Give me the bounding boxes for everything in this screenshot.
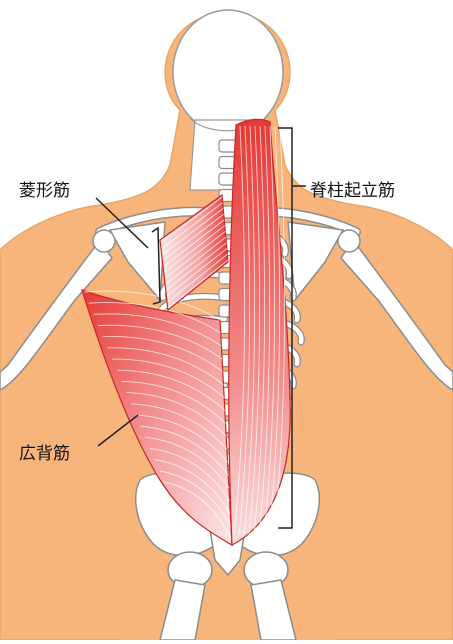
rhomboid-leader-line <box>95 197 149 249</box>
latissimus-dorsi-label: 広背筋 <box>19 444 70 464</box>
lat-fiber <box>102 336 224 373</box>
rhomboid-fiber <box>164 231 226 279</box>
right-shoulder-joint <box>337 229 361 253</box>
rhomboid-fiber <box>162 208 224 255</box>
rhomboid-fiber <box>166 248 228 297</box>
erector-fiber <box>238 125 251 536</box>
left-clavicle-fill <box>96 208 209 236</box>
erector-spinae-fibers <box>233 125 286 536</box>
head <box>172 9 284 135</box>
latissimus-leader-line <box>97 414 139 447</box>
erector-fiber <box>243 125 256 536</box>
erector-fiber <box>248 125 261 536</box>
rhomboid-fiber <box>161 196 223 243</box>
lat-fiber <box>112 358 225 398</box>
lat-fiber <box>116 369 226 411</box>
lat-fiber <box>149 448 231 502</box>
lat-fiber <box>93 313 222 347</box>
rhomboid-fibers <box>161 196 229 309</box>
erector-fiber <box>258 125 271 536</box>
rhomboid-bracket <box>151 226 161 305</box>
lat-fiber <box>154 459 231 515</box>
left-humerus <box>0 238 113 391</box>
lat-fiber <box>88 302 221 334</box>
lat-fiber <box>131 403 228 450</box>
rhomboid-fiber <box>164 225 226 273</box>
erector-fiber <box>233 125 246 536</box>
latissimus-dorsi-fibers <box>83 290 233 541</box>
rhomboid-fiber <box>163 219 225 267</box>
rhomboid-fiber <box>165 236 227 285</box>
lat-fiber <box>140 425 229 476</box>
lat-fiber <box>159 470 232 528</box>
lat-fiber <box>163 481 233 541</box>
erector-fiber <box>263 125 276 536</box>
rhomboid-fiber <box>162 202 223 249</box>
lat-fiber <box>145 436 230 489</box>
lat-fiber <box>107 347 224 386</box>
lat-fiber <box>98 324 223 360</box>
erector-spinae-bracket <box>278 127 306 529</box>
lat-fiber <box>135 414 229 463</box>
erector-spinae-label: 脊柱起立筋 <box>310 181 395 201</box>
erector-fiber <box>273 125 286 536</box>
rhomboid-fiber <box>163 213 224 261</box>
rhomboid-fiber <box>167 253 228 303</box>
left-shoulder-joint <box>92 229 116 253</box>
lat-fiber <box>121 380 226 424</box>
erector-fiber <box>268 125 281 536</box>
lat-fiber <box>83 290 221 321</box>
right-humerus <box>340 238 453 391</box>
rhomboid-fiber <box>167 259 229 309</box>
lat-fiber <box>126 392 227 437</box>
erector-fiber <box>253 125 266 536</box>
rhomboid-fiber <box>166 242 227 291</box>
rhomboid-label: 菱形筋 <box>19 181 70 201</box>
